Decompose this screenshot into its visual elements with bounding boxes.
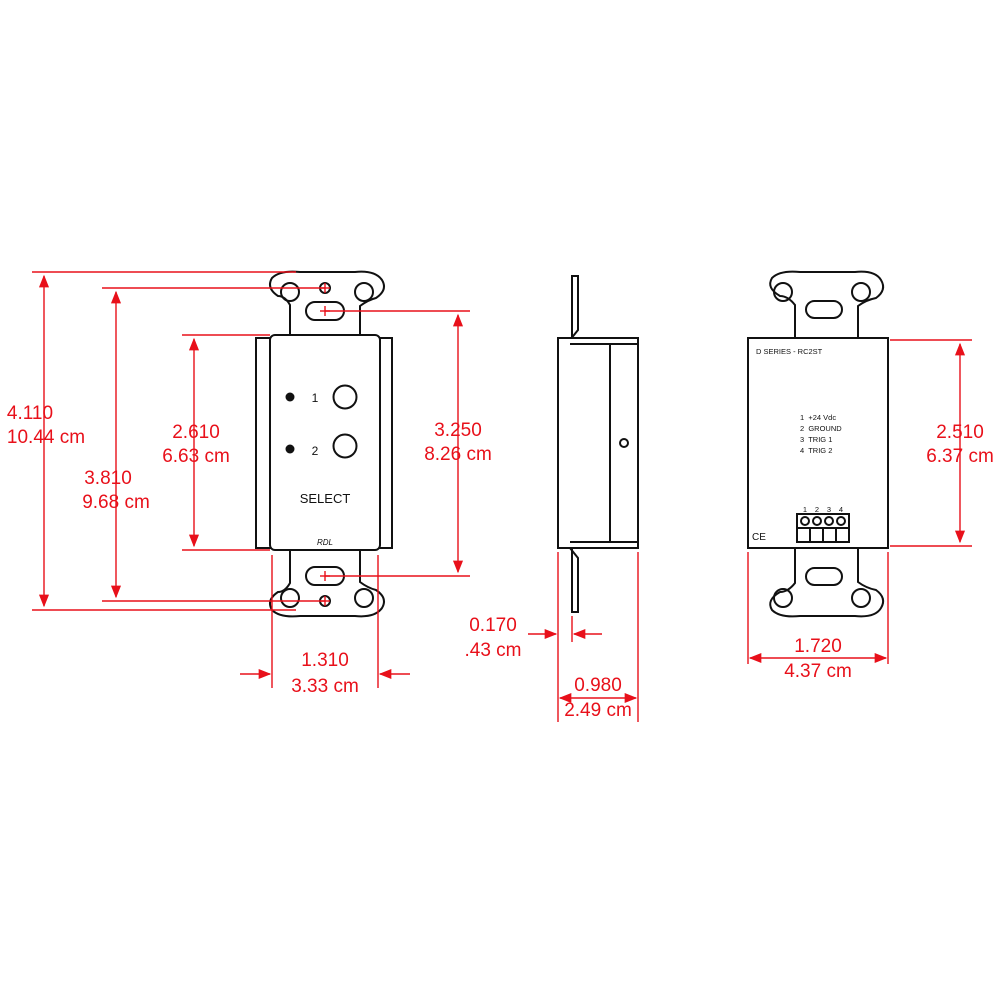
model-label: D SERIES - RC2ST: [756, 347, 823, 356]
back-width-in: 1.720: [794, 636, 842, 657]
chassis-height-in: 3.250: [434, 420, 482, 441]
front-width-cm: 3.33 cm: [291, 676, 359, 697]
mount-spacing-cm: 9.68 cm: [82, 492, 150, 513]
pin-1-label: 1 +24 Vdc: [800, 413, 836, 422]
terminal-block: 1 2 3 4: [796, 505, 850, 543]
plate-thickness-cm: .43 cm: [464, 640, 521, 661]
terminal-number-2: 2: [815, 505, 819, 514]
plate-thickness-in: 0.170: [469, 615, 517, 636]
depth-cm: 2.49 cm: [564, 700, 632, 721]
terminal-number-3: 3: [827, 505, 831, 514]
pin-3-label: 3 TRIG 1: [800, 435, 832, 444]
select-button-1: [332, 384, 358, 410]
plate-height-cm: 6.63 cm: [162, 446, 230, 467]
side-view: [557, 275, 639, 613]
overall-height-cm: 10.44 cm: [7, 427, 85, 448]
button-2-number: 2: [312, 444, 319, 458]
select-label: SELECT: [300, 491, 351, 506]
depth-in: 0.980: [574, 675, 622, 696]
led-1: [285, 392, 295, 402]
back-bottom-mount-ear: [769, 547, 885, 618]
back-height-in: 2.510: [936, 422, 984, 443]
front-dimensions: 4.110 10.44 cm 3.810 9.68 cm 2.610 6.63 …: [7, 271, 492, 697]
chassis-height-cm: 8.26 cm: [424, 444, 492, 465]
rdl-logo: RDL: [317, 538, 333, 547]
led-2: [285, 444, 295, 454]
terminal-number-4: 4: [839, 505, 843, 514]
front-view: 1 2 SELECT RDL: [255, 270, 393, 618]
plate-height-in: 2.610: [172, 422, 220, 443]
button-1-number: 1: [312, 391, 319, 405]
ce-mark: CE: [752, 532, 766, 543]
back-height-cm: 6.37 cm: [926, 446, 994, 467]
terminal-number-1: 1: [803, 505, 807, 514]
back-width-cm: 4.37 cm: [784, 661, 852, 682]
side-chassis-body: [557, 337, 639, 549]
side-screw-hole: [619, 438, 629, 448]
select-button-2: [332, 433, 358, 459]
side-dimensions: 0.170 .43 cm 0.980 2.49 cm: [464, 552, 639, 722]
front-bottom-mount-ear: [269, 549, 385, 618]
pin-4-label: 4 TRIG 2: [800, 446, 832, 455]
front-width-in: 1.310: [301, 650, 349, 671]
back-chassis: [747, 337, 889, 549]
front-top-mount-ear: [269, 270, 385, 341]
back-top-mount-ear: [769, 270, 885, 341]
back-dimensions: 2.510 6.37 cm 1.720 4.37 cm: [747, 339, 994, 682]
front-faceplate: [269, 334, 381, 551]
mount-spacing-in: 3.810: [84, 468, 132, 489]
overall-height-in: 4.110: [7, 403, 53, 424]
back-view: D SERIES - RC2ST 1 +24 Vdc 2 GROUND 3 TR…: [747, 270, 889, 618]
pin-2-label: 2 GROUND: [800, 424, 842, 433]
